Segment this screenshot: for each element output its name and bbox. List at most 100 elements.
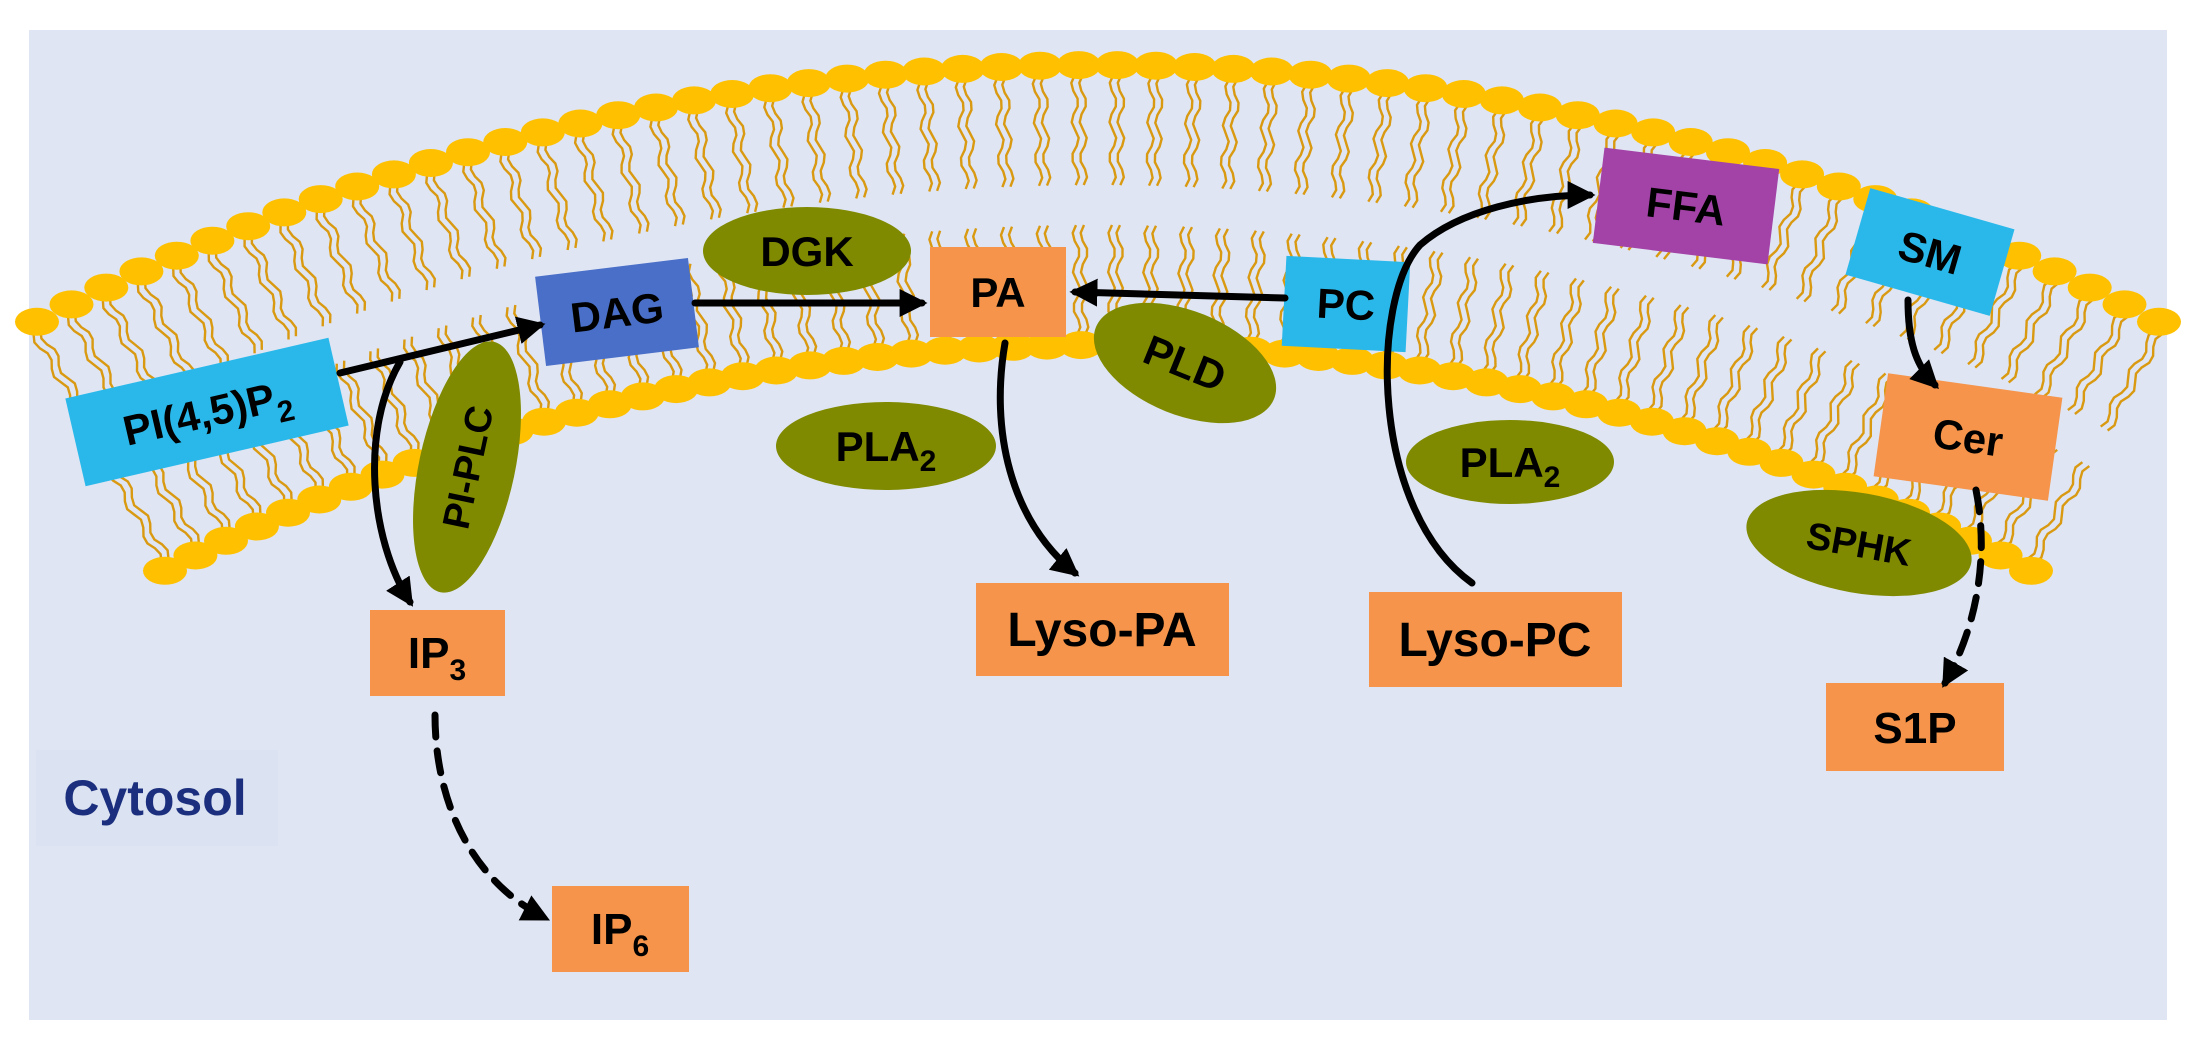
- lipid-head: [1330, 346, 1375, 375]
- ffa-box: FFA: [1592, 147, 1780, 265]
- lipid-tail: [1375, 92, 1393, 204]
- lipid-tail: [1589, 288, 1620, 397]
- lipid-head: [49, 290, 94, 319]
- lipid-head: [1018, 51, 1062, 80]
- cer-box: Cer: [1873, 373, 2063, 501]
- lipid-tail: [112, 462, 170, 560]
- lipid-tail: [1411, 98, 1431, 209]
- lipid-tail: [1448, 256, 1472, 367]
- lipid-head: [1441, 80, 1486, 108]
- lipid-tail: [1581, 285, 1613, 394]
- lipid-tail: [1403, 96, 1423, 208]
- lipid-tail: [172, 267, 222, 368]
- lipid-head: [119, 257, 164, 286]
- lipid-tail: [1720, 327, 1759, 434]
- lipid-head: [1326, 64, 1371, 93]
- lipid-tail: [1367, 91, 1385, 203]
- lipid-tail: [1712, 324, 1751, 431]
- lipid-tail: [322, 207, 367, 311]
- lipid-head: [2102, 290, 2147, 319]
- lipid-head: [1479, 86, 1524, 115]
- lipid-head: [520, 118, 565, 147]
- lipid-tail: [1816, 362, 1861, 467]
- lipid-head: [902, 57, 947, 86]
- piplc-enzyme: PI-PLC: [413, 341, 521, 593]
- lipid-tail: [1512, 116, 1537, 226]
- lipid-head: [1668, 128, 1713, 156]
- lipid-tail: [108, 295, 163, 395]
- lipid-head: [522, 407, 566, 436]
- arrow-sm-to-cer: [1904, 296, 1939, 389]
- lipid-head: [654, 375, 699, 404]
- lipid-tail: [506, 150, 543, 258]
- lipid-head: [335, 172, 380, 201]
- lipid-head: [1464, 368, 1509, 397]
- lipid-tail: [1330, 87, 1347, 199]
- lipid-tail: [1244, 230, 1258, 341]
- dag-label: DAG: [568, 283, 666, 341]
- lyso-pa-box: Lyso-PA: [976, 583, 1229, 676]
- lipid-tail: [763, 98, 787, 209]
- s1p-label: S1P: [1873, 704, 1956, 753]
- lipid-tail: [1622, 297, 1655, 405]
- arrow-pip2-to-dag: [336, 316, 546, 377]
- arrow-ip3-to-ip6: [431, 711, 550, 922]
- lipid-head: [1262, 339, 1307, 368]
- lipid-tail: [286, 220, 332, 324]
- lipid-head: [1597, 398, 1642, 427]
- lipid-head: [1555, 101, 1600, 130]
- lyso-pc-box: Lyso-PC: [1369, 592, 1622, 687]
- lipid-tail: [136, 283, 189, 383]
- dag-box: DAG: [535, 257, 699, 367]
- lipid-head: [190, 226, 235, 255]
- lipid-head: [1403, 74, 1448, 103]
- lipid-tail: [801, 93, 824, 204]
- arrow-pc-to-ffa-lyso-pc: [1383, 181, 1596, 587]
- ip6-label: IP6: [591, 905, 649, 963]
- lipid-tail: [724, 104, 751, 214]
- lipid-head: [1025, 331, 1069, 360]
- lipid-head: [1059, 331, 1103, 360]
- lipid-head: [371, 160, 416, 189]
- arrow-pip2-to-ip3: [371, 358, 414, 607]
- lipid-tail: [499, 152, 535, 260]
- lipid-tail: [143, 279, 196, 379]
- pc-box: PC: [1281, 255, 1411, 353]
- lipid-tail: [687, 263, 717, 372]
- cer-label: Cer: [1930, 409, 2006, 465]
- pa-label: PA: [970, 269, 1025, 316]
- pla2-enzyme-left: PLA2: [776, 402, 996, 490]
- lipid-tail: [2026, 461, 2084, 560]
- arrow-cer-to-s1p: [1941, 486, 1985, 688]
- lipid-head: [2032, 257, 2077, 286]
- lipid-head: [154, 241, 199, 270]
- lipid-tail: [1795, 194, 1836, 300]
- lipid-head: [1095, 51, 1140, 80]
- lipid-head: [863, 60, 908, 89]
- pathway-arrows: [336, 181, 1985, 922]
- lipid-tail: [1476, 109, 1499, 219]
- lipid-tail: [847, 87, 868, 198]
- sm-box: SM: [1845, 188, 2015, 316]
- cytosol-label: Cytosol: [63, 770, 246, 826]
- lipid-head: [84, 273, 129, 302]
- lipid-tail: [1614, 294, 1647, 403]
- lipid-tail: [2099, 328, 2157, 428]
- dgk-label: DGK: [760, 228, 853, 275]
- lipid-head: [1056, 51, 1101, 80]
- lipid-tail: [839, 88, 860, 199]
- lipid-tail: [505, 307, 543, 413]
- lipid-tail: [2034, 294, 2087, 396]
- lipid-tail: [962, 78, 978, 189]
- lipid-head: [687, 368, 732, 397]
- lipid-tail: [342, 360, 388, 464]
- lipid-head: [1662, 417, 1707, 446]
- lipid-head: [720, 362, 765, 391]
- lipid-tail: [1840, 372, 1887, 477]
- lipid-tail: [425, 174, 464, 280]
- lipid-head: [143, 556, 187, 585]
- lipid-head: [1816, 172, 1861, 201]
- lipid-tail: [1481, 263, 1507, 373]
- lipid-tail: [2033, 465, 2091, 564]
